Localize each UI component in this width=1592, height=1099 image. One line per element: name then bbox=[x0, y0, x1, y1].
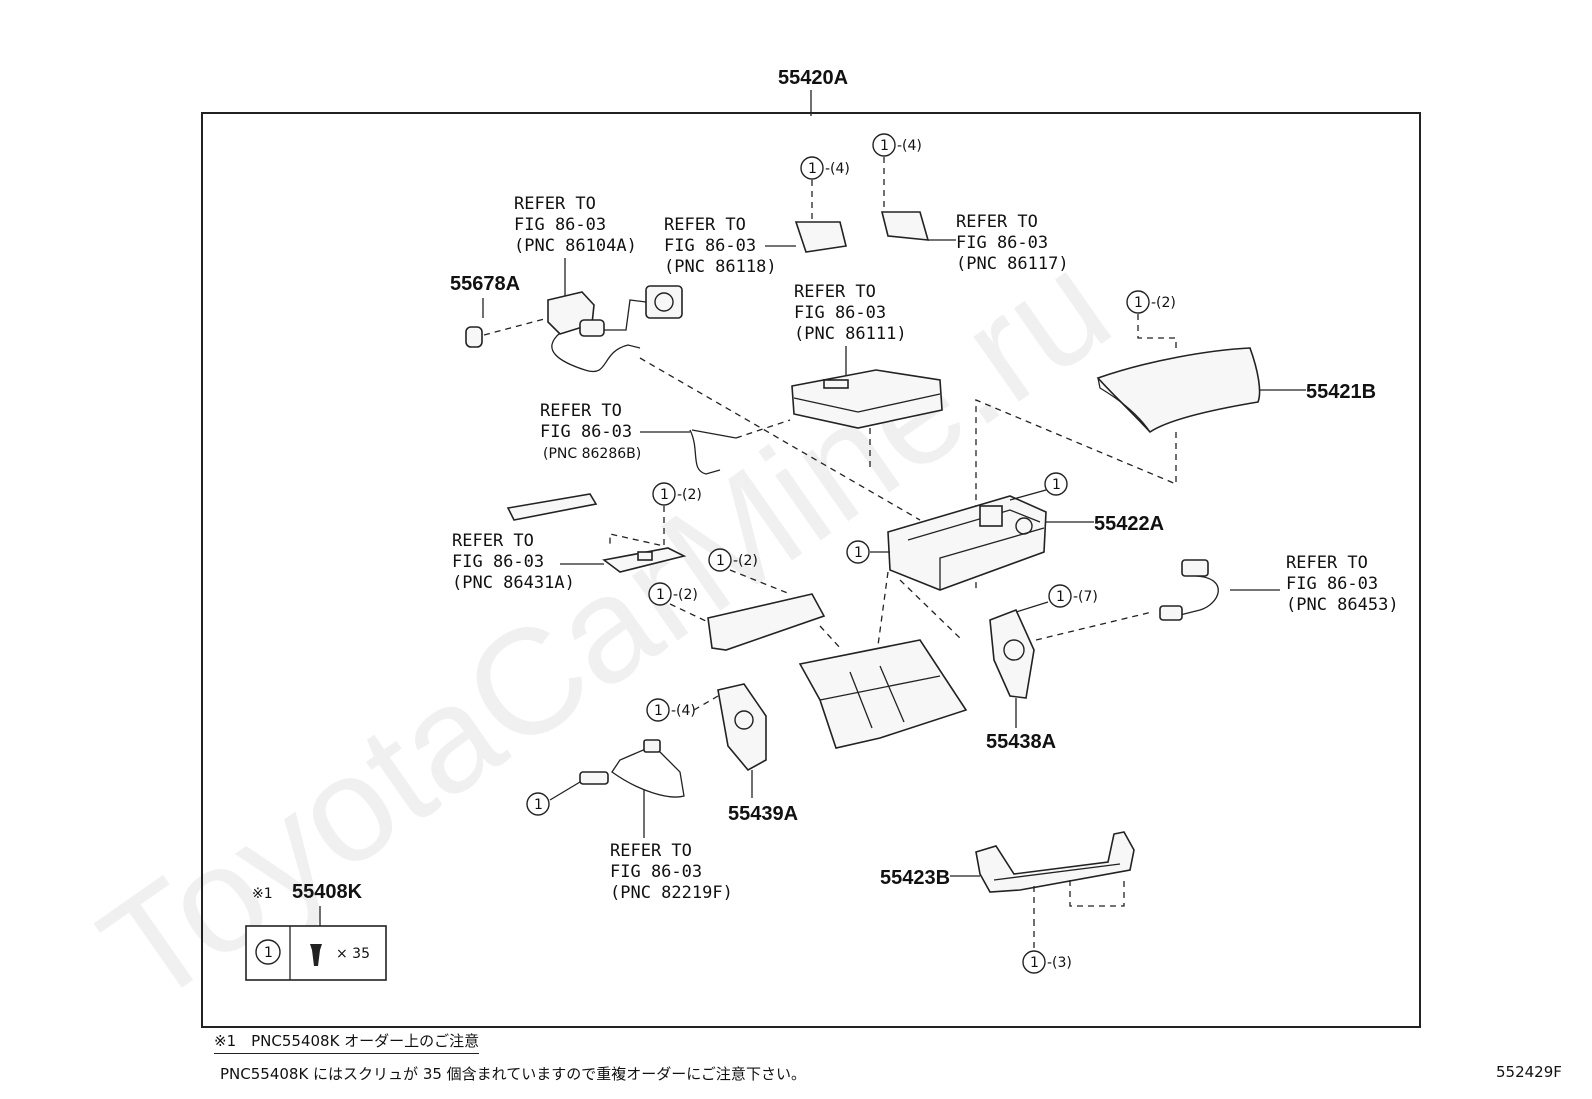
svg-text:-(2): -(2) bbox=[1151, 295, 1176, 311]
screw-kit: ※1 55408K 1 × 35 bbox=[245, 881, 387, 981]
part-55422A: 55422A bbox=[1094, 513, 1164, 535]
svg-text:REFER TO: REFER TO bbox=[514, 194, 596, 214]
svg-text:1: 1 bbox=[654, 703, 663, 719]
svg-text:1: 1 bbox=[1052, 477, 1061, 493]
part-55438A-group: 55438A 1 -(7) bbox=[986, 584, 1153, 753]
component-86104A: REFER TO FIG 86-03 (PNC 86104A) bbox=[514, 194, 683, 373]
svg-text:-(4): -(4) bbox=[825, 161, 850, 177]
svg-text:REFER TO: REFER TO bbox=[956, 212, 1038, 232]
kit-mark: ※1 bbox=[252, 886, 273, 902]
svg-text:1: 1 bbox=[808, 161, 817, 177]
svg-text:FIG 86-03: FIG 86-03 bbox=[452, 552, 544, 572]
svg-text:1: 1 bbox=[660, 487, 669, 503]
watermark: ToyotaCarMine.ru bbox=[72, 220, 1138, 1037]
component-86453: REFER TO FIG 86-03 (PNC 86453) bbox=[1159, 553, 1399, 621]
svg-text:(PNC 86104A): (PNC 86104A) bbox=[514, 236, 637, 256]
part-55678A: 55678A bbox=[450, 273, 520, 295]
svg-text:FIG 86-03: FIG 86-03 bbox=[664, 236, 756, 256]
svg-text:-(4): -(4) bbox=[671, 703, 696, 719]
svg-text:1: 1 bbox=[716, 553, 725, 569]
component-86431A: 1 -(2) REFER TO FIG 86-03 (PNC 86431A) bbox=[452, 482, 702, 593]
svg-text:FIG 86-03: FIG 86-03 bbox=[956, 233, 1048, 253]
svg-text:(PNC 86111): (PNC 86111) bbox=[794, 324, 907, 344]
footnote-text: PNC55408K にはスクリュが 35 個含まれていますので重複オーダーにご注… bbox=[220, 1065, 806, 1083]
svg-text:(PNC 86286B): (PNC 86286B) bbox=[543, 446, 641, 462]
part-55423B-group: 55423B 1 -(3) bbox=[880, 831, 1135, 974]
svg-text:(PNC 82219F): (PNC 82219F) bbox=[610, 883, 733, 903]
svg-text:FIG 86-03: FIG 86-03 bbox=[610, 862, 702, 882]
svg-text:REFER TO: REFER TO bbox=[540, 401, 622, 421]
svg-text:1: 1 bbox=[534, 797, 543, 813]
svg-text:(PNC 86431A): (PNC 86431A) bbox=[452, 573, 575, 593]
part-55439A-group: 55439A 1 -(4) bbox=[646, 683, 798, 825]
component-86286B: REFER TO FIG 86-03 (PNC 86286B) bbox=[540, 401, 791, 475]
svg-text:-(2): -(2) bbox=[733, 553, 758, 569]
screw-icon bbox=[310, 944, 322, 966]
drawing-number: 552429F bbox=[1496, 1063, 1562, 1081]
component-86111: REFER TO FIG 86-03 (PNC 86111) bbox=[791, 282, 943, 470]
svg-text:FIG 86-03: FIG 86-03 bbox=[540, 422, 632, 442]
footnote-title: ※1 PNC55408K オーダー上のご注意 bbox=[214, 1030, 480, 1054]
svg-text:1: 1 bbox=[264, 945, 273, 961]
svg-text:REFER TO: REFER TO bbox=[610, 841, 692, 861]
svg-text:FIG 86-03: FIG 86-03 bbox=[1286, 574, 1378, 594]
svg-text:REFER TO: REFER TO bbox=[664, 215, 746, 235]
part-55439A: 55439A bbox=[728, 803, 798, 825]
svg-text:-(2): -(2) bbox=[673, 587, 698, 603]
part-55421B: 55421B bbox=[1306, 381, 1376, 403]
svg-text:FIG 86-03: FIG 86-03 bbox=[514, 215, 606, 235]
svg-text:1: 1 bbox=[854, 545, 863, 561]
svg-text:-(3): -(3) bbox=[1047, 955, 1072, 971]
svg-text:(PNC 86453): (PNC 86453) bbox=[1286, 595, 1399, 615]
component-86118: REFER TO FIG 86-03 (PNC 86118) 1 -(4) bbox=[664, 156, 850, 277]
component-82219F: 1 REFER TO FIG 86-03 (PNC 82219F) bbox=[526, 739, 733, 903]
part-55438A: 55438A bbox=[986, 731, 1056, 753]
svg-text:(PNC 86118): (PNC 86118) bbox=[664, 257, 777, 277]
svg-text:REFER TO: REFER TO bbox=[1286, 553, 1368, 573]
svg-text:-(2): -(2) bbox=[677, 487, 702, 503]
part-55423B: 55423B bbox=[880, 867, 950, 889]
svg-text:-(7): -(7) bbox=[1073, 589, 1098, 605]
component-lower-bezel bbox=[798, 639, 968, 749]
svg-text:FIG 86-03: FIG 86-03 bbox=[794, 303, 886, 323]
svg-text:1: 1 bbox=[1134, 295, 1143, 311]
svg-text:1: 1 bbox=[1030, 955, 1039, 971]
kit-number: 55408K bbox=[292, 881, 363, 903]
kit-qty: × 35 bbox=[336, 946, 370, 962]
part-55678A-group: 55678A bbox=[450, 273, 549, 348]
diagram-frame bbox=[201, 112, 1421, 1028]
part-55421B-group: 55421B 1 -(2) bbox=[975, 290, 1376, 590]
svg-text:(PNC 86117): (PNC 86117) bbox=[956, 254, 1069, 274]
svg-text:1: 1 bbox=[656, 587, 665, 603]
svg-text:1: 1 bbox=[1056, 589, 1065, 605]
part-55422A-group: 55422A 1 1 bbox=[639, 357, 1164, 661]
assembly-number: 55420A bbox=[778, 67, 848, 89]
svg-text:-(4): -(4) bbox=[897, 138, 922, 154]
svg-text:REFER TO: REFER TO bbox=[794, 282, 876, 302]
svg-text:REFER TO: REFER TO bbox=[452, 531, 534, 551]
component-86117: 1 -(4) REFER TO FIG 86-03 (PNC 86117) bbox=[872, 133, 1069, 274]
svg-text:1: 1 bbox=[880, 138, 889, 154]
component-bracket-left: 1 -(2) 1 -(2) bbox=[648, 548, 843, 651]
